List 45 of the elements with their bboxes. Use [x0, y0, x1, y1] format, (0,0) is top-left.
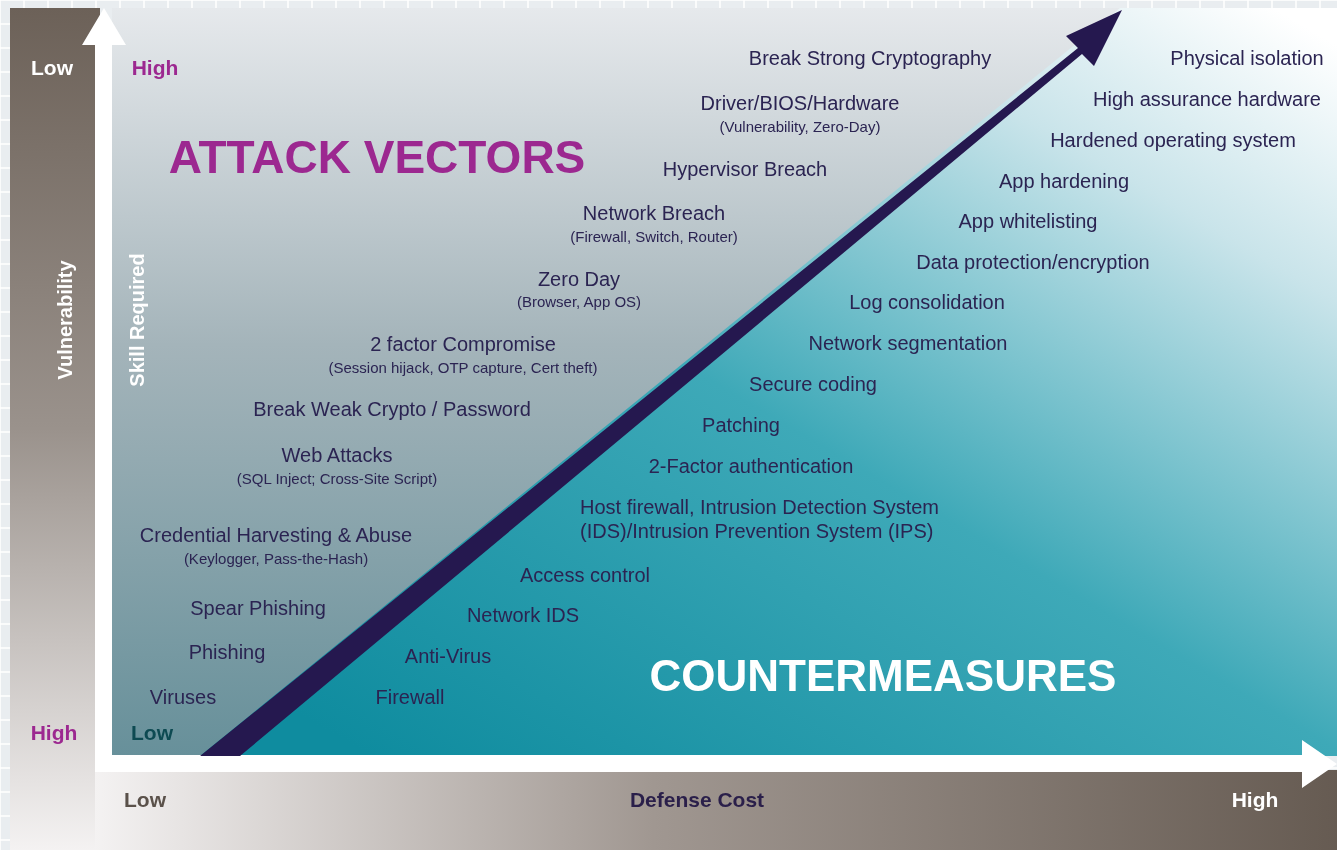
section-heading: COUNTERMEASURES — [649, 649, 1117, 702]
axis-label: High — [131, 55, 179, 81]
attack-vector: Driver/BIOS/Hardware — [700, 91, 900, 115]
countermeasure: Network segmentation — [808, 331, 1008, 355]
axis-title: Defense Cost — [629, 787, 765, 813]
attack-vector: Break Strong Cryptography — [748, 46, 992, 70]
axis-label: Low — [31, 55, 73, 81]
countermeasure: 2-Factor authentication — [648, 454, 854, 478]
countermeasure: App whitelisting — [958, 209, 1098, 233]
section-heading: ATTACK VECTORS — [168, 130, 586, 186]
countermeasure: App hardening — [998, 169, 1130, 193]
countermeasure: Secure coding — [749, 372, 877, 396]
axis-title: Skill Required — [125, 253, 149, 387]
attack-detail: (SQL Inject; Cross-Site Script) — [236, 470, 438, 488]
axis-title: Vulnerability — [53, 260, 77, 380]
axis-label: Low — [124, 787, 166, 813]
countermeasure: Log consolidation — [849, 290, 1005, 314]
countermeasure: Host firewall, Intrusion Detection System (IDS)/Intrusion Prevention System (IPS) — [580, 495, 941, 543]
axis-label: High — [1231, 787, 1279, 813]
countermeasure: Access control — [519, 563, 651, 587]
attack-vector: Web Attacks — [281, 443, 393, 467]
countermeasure: High assurance hardware — [1093, 87, 1321, 111]
attack-vector: Spear Phishing — [190, 596, 326, 620]
countermeasure: Data protection/encryption — [916, 250, 1150, 274]
attack-vector: Network Breach — [582, 201, 726, 225]
attack-vector: Viruses — [149, 685, 217, 709]
attack-vector: Credential Harvesting & Abuse — [139, 523, 413, 547]
countermeasure: Hardened operating system — [1050, 128, 1296, 152]
axis-label: High — [30, 720, 78, 746]
attack-vector: Zero Day — [537, 267, 621, 291]
attack-vector: Hypervisor Breach — [662, 157, 828, 181]
attack-detail: (Browser, App OS) — [516, 293, 642, 311]
attack-detail: (Firewall, Switch, Router) — [570, 228, 738, 246]
attack-detail: (Keylogger, Pass-the-Hash) — [183, 550, 369, 568]
countermeasure: Physical isolation — [1170, 46, 1324, 70]
countermeasure: Patching — [702, 413, 780, 437]
attack-vector: Break Weak Crypto / Password — [253, 397, 531, 421]
axis-label: Low — [131, 720, 173, 746]
countermeasure: Network IDS — [466, 603, 580, 627]
attack-detail: (Vulnerability, Zero-Day) — [719, 118, 881, 136]
attack-detail: (Session hijack, OTP capture, Cert theft) — [328, 359, 598, 377]
countermeasure: Firewall — [375, 685, 445, 709]
attack-vector: Phishing — [188, 640, 266, 664]
attack-vector: 2 factor Compromise — [370, 332, 556, 356]
countermeasure: Anti-Virus — [404, 644, 492, 668]
